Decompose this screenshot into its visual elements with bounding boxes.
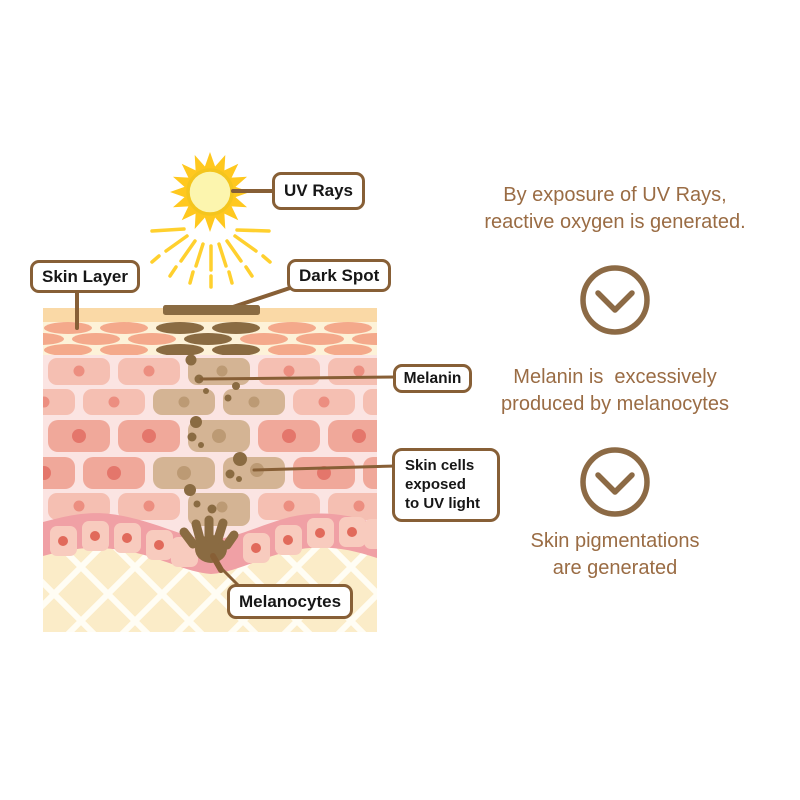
epidermis-cells bbox=[43, 358, 377, 526]
label-uv-rays-text: UV Rays bbox=[284, 181, 353, 201]
flow-step-1-line1: By exposure of UV Rays, bbox=[503, 184, 727, 206]
flow-step-2: Melanin is excessively produced by melan… bbox=[452, 364, 778, 418]
stratum-cells bbox=[43, 322, 377, 356]
label-skin-cells-line1: Skin cells bbox=[405, 457, 475, 474]
flow-step-2-line1: Melanin is excessively bbox=[513, 366, 717, 388]
label-melanin: Melanin bbox=[393, 364, 472, 394]
flow-step-3-line2: are generated bbox=[552, 557, 678, 579]
chevron-down-icon bbox=[580, 265, 650, 335]
sun-icon bbox=[150, 152, 272, 289]
melanocyte-hand-icon bbox=[179, 515, 239, 563]
flow-step-1: By exposure of UV Rays, reactive oxygen … bbox=[452, 182, 778, 236]
label-skin-cells-line2: exposed bbox=[405, 476, 466, 494]
label-skin-cells-line3: to UV light bbox=[405, 495, 480, 513]
chevron-down-icon bbox=[580, 447, 650, 517]
label-dark-spot: Dark Spot bbox=[287, 259, 392, 293]
sun-rays bbox=[150, 227, 272, 289]
label-melanocytes: Melanocytes bbox=[227, 584, 354, 619]
flow-step-2-line2: produced by melanocytes bbox=[501, 393, 729, 415]
label-skin-layer: Skin Layer bbox=[30, 260, 140, 294]
label-uv-rays: UV Rays bbox=[272, 172, 365, 210]
dark-spot-bar bbox=[163, 305, 260, 315]
label-skin-layer-text: Skin Layer bbox=[42, 267, 128, 286]
flow-step-1-line2: reactive oxygen is generated. bbox=[484, 211, 746, 233]
label-dark-spot-text: Dark Spot bbox=[299, 266, 380, 285]
label-skin-cells-exposed: Skin cells exposed to UV light bbox=[392, 448, 500, 522]
label-melanin-text: Melanin bbox=[403, 370, 462, 387]
flow-step-3-line1: Skin pigmentations bbox=[530, 530, 700, 552]
flow-step-3: Skin pigmentations are generated bbox=[452, 528, 778, 582]
label-melanocytes-text: Melanocytes bbox=[239, 591, 342, 611]
skin-surface-band bbox=[43, 308, 377, 324]
